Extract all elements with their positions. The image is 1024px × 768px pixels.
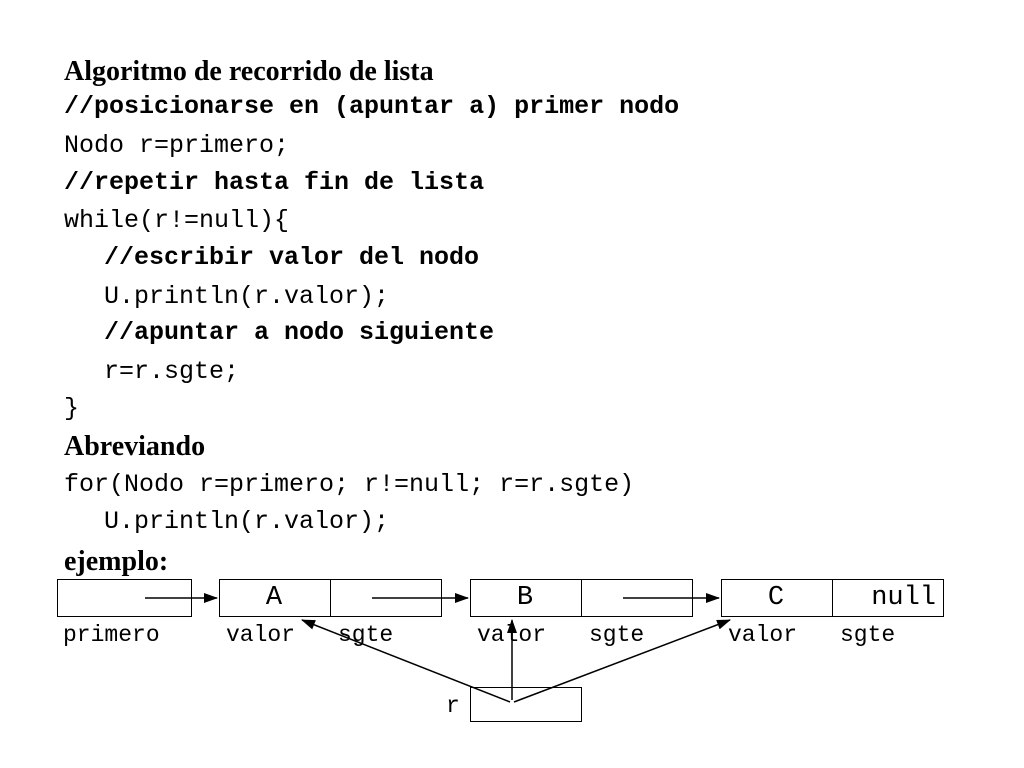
heading-abreviando: Abreviando (64, 431, 206, 462)
code-line-close-brace: } (64, 394, 80, 423)
node-b-sgte-label: sgte (589, 622, 645, 648)
code-line-advance: r=r.sgte; (104, 357, 240, 386)
code-comment-write: //escribir valor del nodo (104, 243, 480, 272)
arrow-r-to-a (301, 619, 511, 703)
node-a-valor: A (265, 583, 283, 613)
node-c-valor-label: valor (728, 622, 798, 648)
code-line-for-println: U.println(r.valor); (104, 507, 390, 536)
code-line-for: for(Nodo r=primero; r!=null; r=r.sgte) (64, 470, 635, 499)
code-line-init: Nodo r=primero; (64, 131, 290, 160)
node-c-divider (832, 580, 833, 616)
code-line-println: U.println(r.valor); (104, 282, 390, 311)
code-comment-position: //posicionarse en (apuntar a) primer nod… (64, 92, 680, 121)
heading-ejemplo: ejemplo: (64, 546, 169, 577)
code-comment-next: //apuntar a nodo siguiente (104, 318, 495, 347)
r-label: r (446, 693, 460, 719)
node-b-valor: B (516, 583, 534, 613)
node-a-valor-label: valor (226, 622, 296, 648)
arrow-r-to-c (513, 619, 731, 703)
node-c (721, 579, 944, 617)
slide-title: Algoritmo de recorrido de lista (64, 56, 434, 87)
node-c-valor: C (767, 583, 785, 613)
primero-label: primero (63, 622, 160, 648)
code-line-while: while(r!=null){ (64, 206, 290, 235)
node-c-sgte-label: sgte (840, 622, 896, 648)
node-a-divider (330, 580, 331, 616)
node-a-sgte-label: sgte (338, 622, 394, 648)
code-comment-repeat: //repetir hasta fin de lista (64, 168, 485, 197)
node-b-divider (581, 580, 582, 616)
node-c-sgte-null: null (871, 583, 936, 613)
